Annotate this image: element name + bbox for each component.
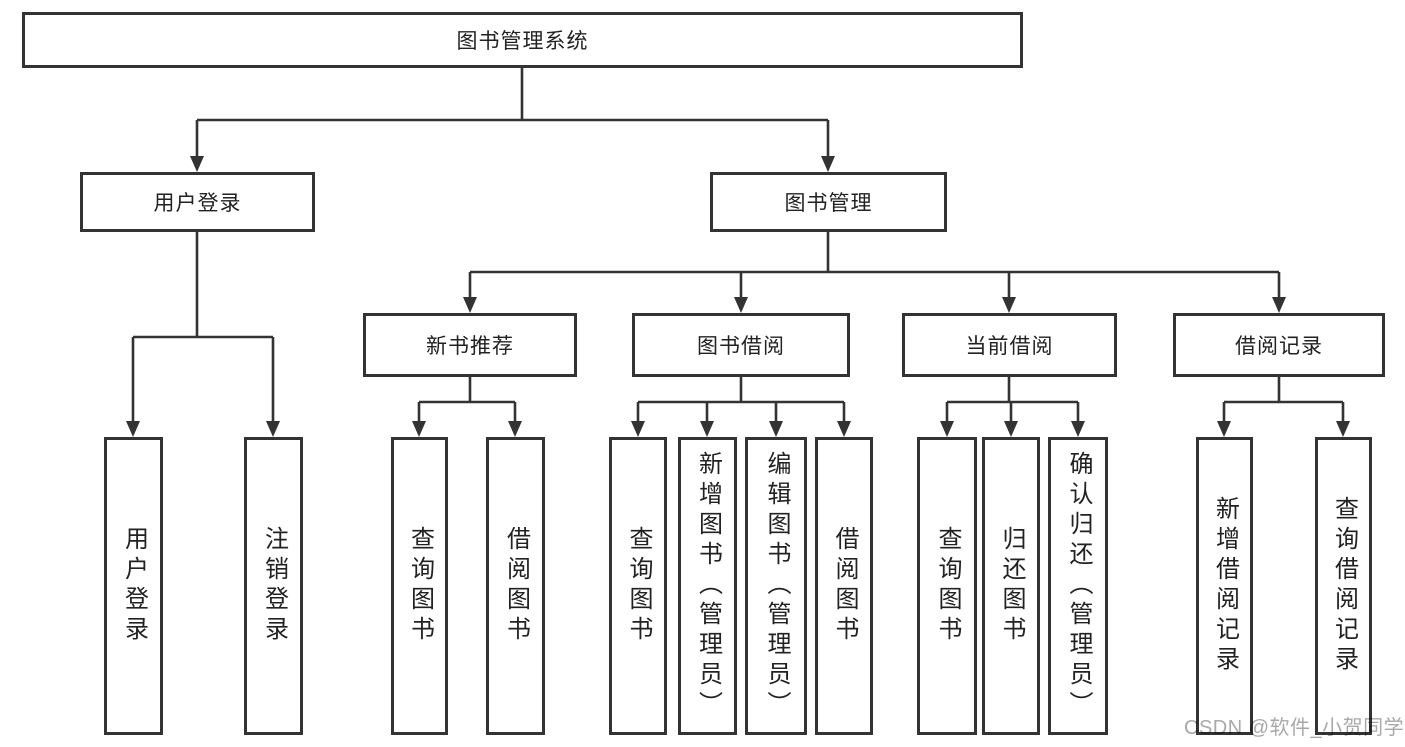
node-new-book-recommend: 新书推荐 [363, 313, 577, 377]
leaf-label: 查询图书 [934, 526, 961, 646]
leaf-label: 新增借阅记录 [1211, 496, 1239, 676]
leaf-label: 用户登录 [120, 526, 148, 646]
leaf-label: 归还图书 [998, 526, 1025, 646]
connector-lines [131, 68, 1345, 422]
leaf-edit-books-admin: 编辑图书（管理员） [745, 437, 807, 735]
node-user-login-branch: 用户登录 [80, 172, 315, 232]
node-current-borrowing: 当前借阅 [902, 313, 1117, 377]
leaf-label: 编辑图书（管理员） [763, 451, 790, 721]
node-label: 借阅记录 [1235, 335, 1323, 358]
leaf-user-login: 用户登录 [104, 437, 163, 735]
leaf-label: 借阅图书 [502, 526, 530, 646]
leaf-query-borrow-record: 查询借阅记录 [1315, 437, 1372, 735]
leaf-label: 确认归还（管理员） [1065, 451, 1092, 721]
leaf-label: 新增图书（管理员） [694, 451, 722, 721]
leaf-label: 查询图书 [406, 526, 434, 646]
leaf-label: 查询借阅记录 [1330, 496, 1358, 676]
node-label: 用户登录 [153, 192, 242, 215]
node-label: 新书推荐 [426, 335, 514, 358]
node-borrowing-records: 借阅记录 [1173, 313, 1385, 377]
leaf-confirm-return-admin: 确认归还（管理员） [1048, 437, 1108, 735]
leaf-add-books-admin: 新增图书（管理员） [678, 437, 737, 735]
leaf-add-borrow-record: 新增借阅记录 [1196, 437, 1253, 735]
arrowhead-icons [126, 156, 1350, 437]
node-label: 图书借阅 [697, 335, 785, 358]
leaf-label: 注销登录 [260, 526, 288, 646]
leaf-label: 查询图书 [625, 526, 652, 646]
leaf-borrow-books-recommend: 借阅图书 [486, 437, 545, 735]
leaf-borrow-books: 借阅图书 [815, 437, 873, 735]
node-book-borrowing: 图书借阅 [632, 313, 850, 377]
node-book-management-branch: 图书管理 [710, 172, 947, 232]
node-label: 图书管理 [784, 192, 873, 215]
leaf-label: 借阅图书 [831, 526, 858, 646]
leaf-logout: 注销登录 [244, 437, 303, 735]
csdn-watermark: CSDN @软件_小贺同学 [1184, 717, 1405, 739]
node-root-system: 图书管理系统 [22, 12, 1023, 68]
leaf-query-books-current: 查询图书 [917, 437, 977, 735]
leaf-query-books-borrowing: 查询图书 [609, 437, 667, 735]
node-label: 当前借阅 [965, 335, 1054, 358]
leaf-return-books: 归还图书 [982, 437, 1040, 735]
node-root-label: 图书管理系统 [456, 30, 589, 53]
leaf-query-books-recommend: 查询图书 [391, 437, 448, 735]
